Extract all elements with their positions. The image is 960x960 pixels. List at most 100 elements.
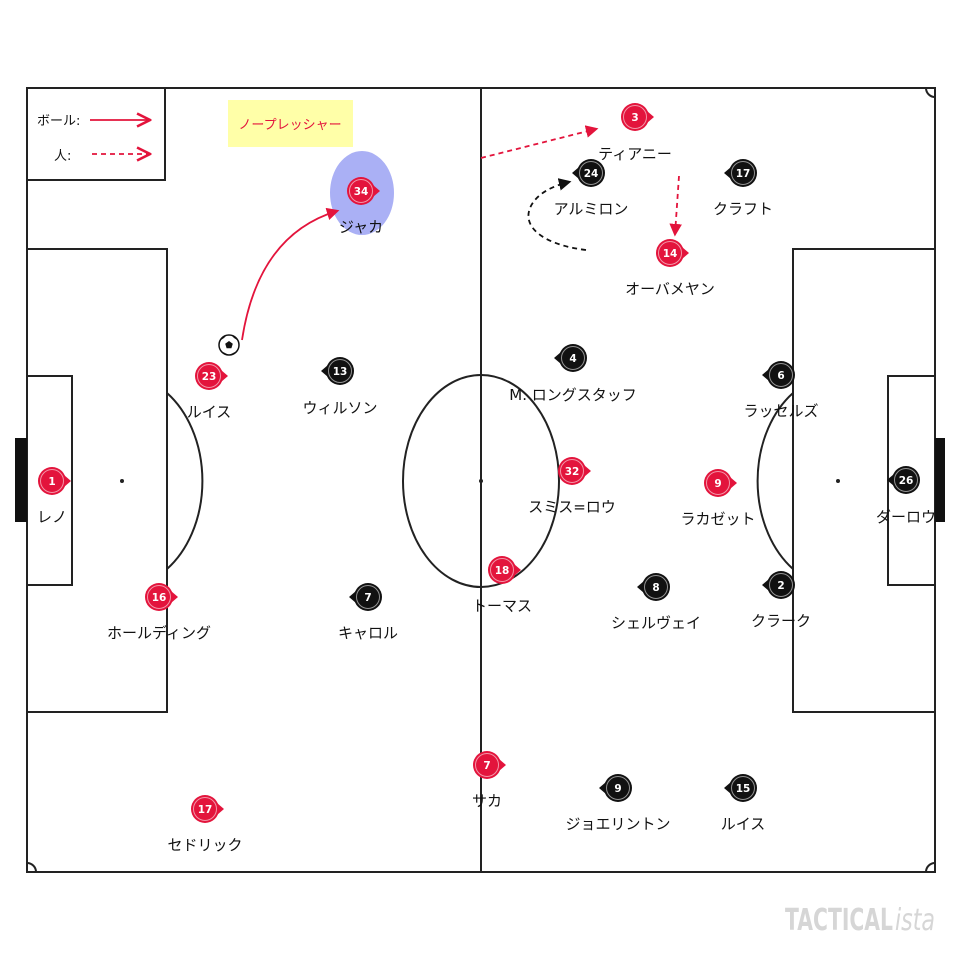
- player-number: 34: [354, 186, 369, 198]
- player-circle: [326, 357, 354, 385]
- player-name: トーマス: [472, 597, 532, 615]
- player-circle: [704, 469, 732, 497]
- player-circle: [729, 774, 757, 802]
- player-circle: [38, 467, 66, 495]
- legend-ball-label: ボール:: [37, 114, 80, 129]
- player-name: ジョエリントン: [565, 815, 670, 833]
- right-penalty-arc: [756, 392, 794, 570]
- player-name: ジャカ: [339, 218, 383, 236]
- red-player-9: 9 ラカゼット: [680, 469, 756, 528]
- player-circle: [621, 103, 649, 131]
- player-number: 16: [152, 592, 167, 604]
- black-player-15: 15 ルイス: [721, 774, 766, 833]
- ball-pass-arrow: [241, 207, 340, 341]
- facing-arrow-icon: [349, 591, 356, 603]
- player-circle: [145, 583, 173, 611]
- player-name: ルイス: [721, 815, 766, 833]
- player-name: アルミロン: [554, 200, 629, 218]
- red-player-14: 14 オーバメヤン: [625, 239, 715, 298]
- player-number: 8: [652, 582, 659, 594]
- black-player-9: 9 ジョエリントン: [565, 774, 671, 833]
- facing-arrow-icon: [682, 247, 689, 259]
- facing-arrow-icon: [647, 111, 654, 123]
- player-name: キャロル: [338, 624, 398, 642]
- player-number: 7: [364, 592, 371, 604]
- player-circle: [604, 774, 632, 802]
- player-circle: [191, 795, 219, 823]
- player-name: ラッセルズ: [743, 402, 818, 420]
- player-number: 6: [777, 370, 784, 382]
- player-name: ラカゼット: [680, 510, 755, 528]
- annotation-text: ノープレッシャー: [238, 118, 341, 133]
- player-name: スミス=ロウ: [528, 498, 616, 516]
- facing-arrow-icon: [724, 782, 731, 794]
- left-penalty-arc: [166, 392, 204, 570]
- corner-arc-top-right: [925, 87, 936, 98]
- player-number: 14: [663, 248, 678, 260]
- player-number: 1: [48, 476, 55, 488]
- player-number: 3: [631, 112, 638, 124]
- player-name: シェルヴェイ: [611, 614, 701, 632]
- black-player-13: 13 ウィルソン: [302, 357, 378, 417]
- right-penalty-spot: [836, 479, 840, 483]
- facing-arrow-icon: [887, 474, 894, 486]
- annotation-background: [228, 100, 353, 147]
- legend: ボール: 人:: [26, 87, 166, 181]
- player-name: セドリック: [167, 836, 242, 854]
- black-player-26: 26 ダーロウ: [876, 466, 936, 526]
- player-number: 9: [714, 478, 721, 490]
- annotation-note: ノープレッシャー: [228, 100, 353, 147]
- red-player-7: 7 サカ: [472, 751, 506, 810]
- facing-arrow-icon: [514, 564, 521, 576]
- black-player-4: 4 M. ロングスタッフ: [509, 344, 637, 404]
- player-number: 32: [565, 466, 580, 478]
- player-circle: [473, 751, 501, 779]
- player-number: 18: [495, 565, 510, 577]
- player-circle: [577, 159, 605, 187]
- player-circle: [767, 571, 795, 599]
- red-player-1: 1 レノ: [37, 467, 71, 526]
- player-number: 9: [614, 783, 621, 795]
- facing-arrow-icon: [321, 365, 328, 377]
- facing-arrow-icon: [217, 803, 224, 815]
- corner-arc-bottom-right: [925, 862, 936, 873]
- player-circle: [767, 361, 795, 389]
- red-player-18: 18 トーマス: [472, 556, 532, 615]
- legend-box: [26, 87, 166, 181]
- red-player-32: 32 スミス=ロウ: [528, 457, 616, 516]
- facing-arrow-icon: [221, 370, 228, 382]
- player-name: オーバメヤン: [625, 280, 715, 298]
- player-name: ティアニー: [598, 145, 672, 163]
- watermark-main: TACTICAL: [785, 903, 893, 938]
- player-circle: [347, 177, 375, 205]
- player-name: ダーロウ: [876, 508, 936, 526]
- red-player-17: 17 セドリック: [167, 795, 243, 854]
- red-player-16: 16 ホールディング: [107, 583, 211, 642]
- player-name: クラフト: [713, 200, 773, 218]
- player-number: 17: [736, 168, 751, 180]
- run-arrow-aubameyang: [669, 175, 682, 237]
- player-circle: [729, 159, 757, 187]
- left-goal: [15, 438, 27, 522]
- black-player-8: 8 シェルヴェイ: [611, 573, 701, 632]
- facing-arrow-icon: [171, 591, 178, 603]
- facing-arrow-icon: [584, 465, 591, 477]
- facing-arrow-icon: [554, 352, 561, 364]
- player-name: サカ: [472, 792, 502, 810]
- player-circle: [892, 466, 920, 494]
- black-player-7: 7 キャロル: [338, 583, 398, 642]
- player-number: 4: [569, 353, 576, 365]
- center-spot: [479, 479, 483, 483]
- player-circle: [488, 556, 516, 584]
- red-player-3: 3 ティアニー: [598, 103, 672, 163]
- watermark-logo: TACTICAL ista: [785, 903, 935, 938]
- legend-person-label: 人:: [54, 149, 71, 164]
- facing-arrow-icon: [572, 167, 579, 179]
- corner-arc-bottom-left: [26, 862, 37, 873]
- run-arrow-almiron: [527, 178, 587, 251]
- player-number: 7: [483, 760, 490, 772]
- facing-arrow-icon: [724, 167, 731, 179]
- black-player-17: 17 クラフト: [713, 159, 773, 218]
- facing-arrow-icon: [64, 475, 71, 487]
- black-player-6: 6 ラッセルズ: [743, 361, 819, 420]
